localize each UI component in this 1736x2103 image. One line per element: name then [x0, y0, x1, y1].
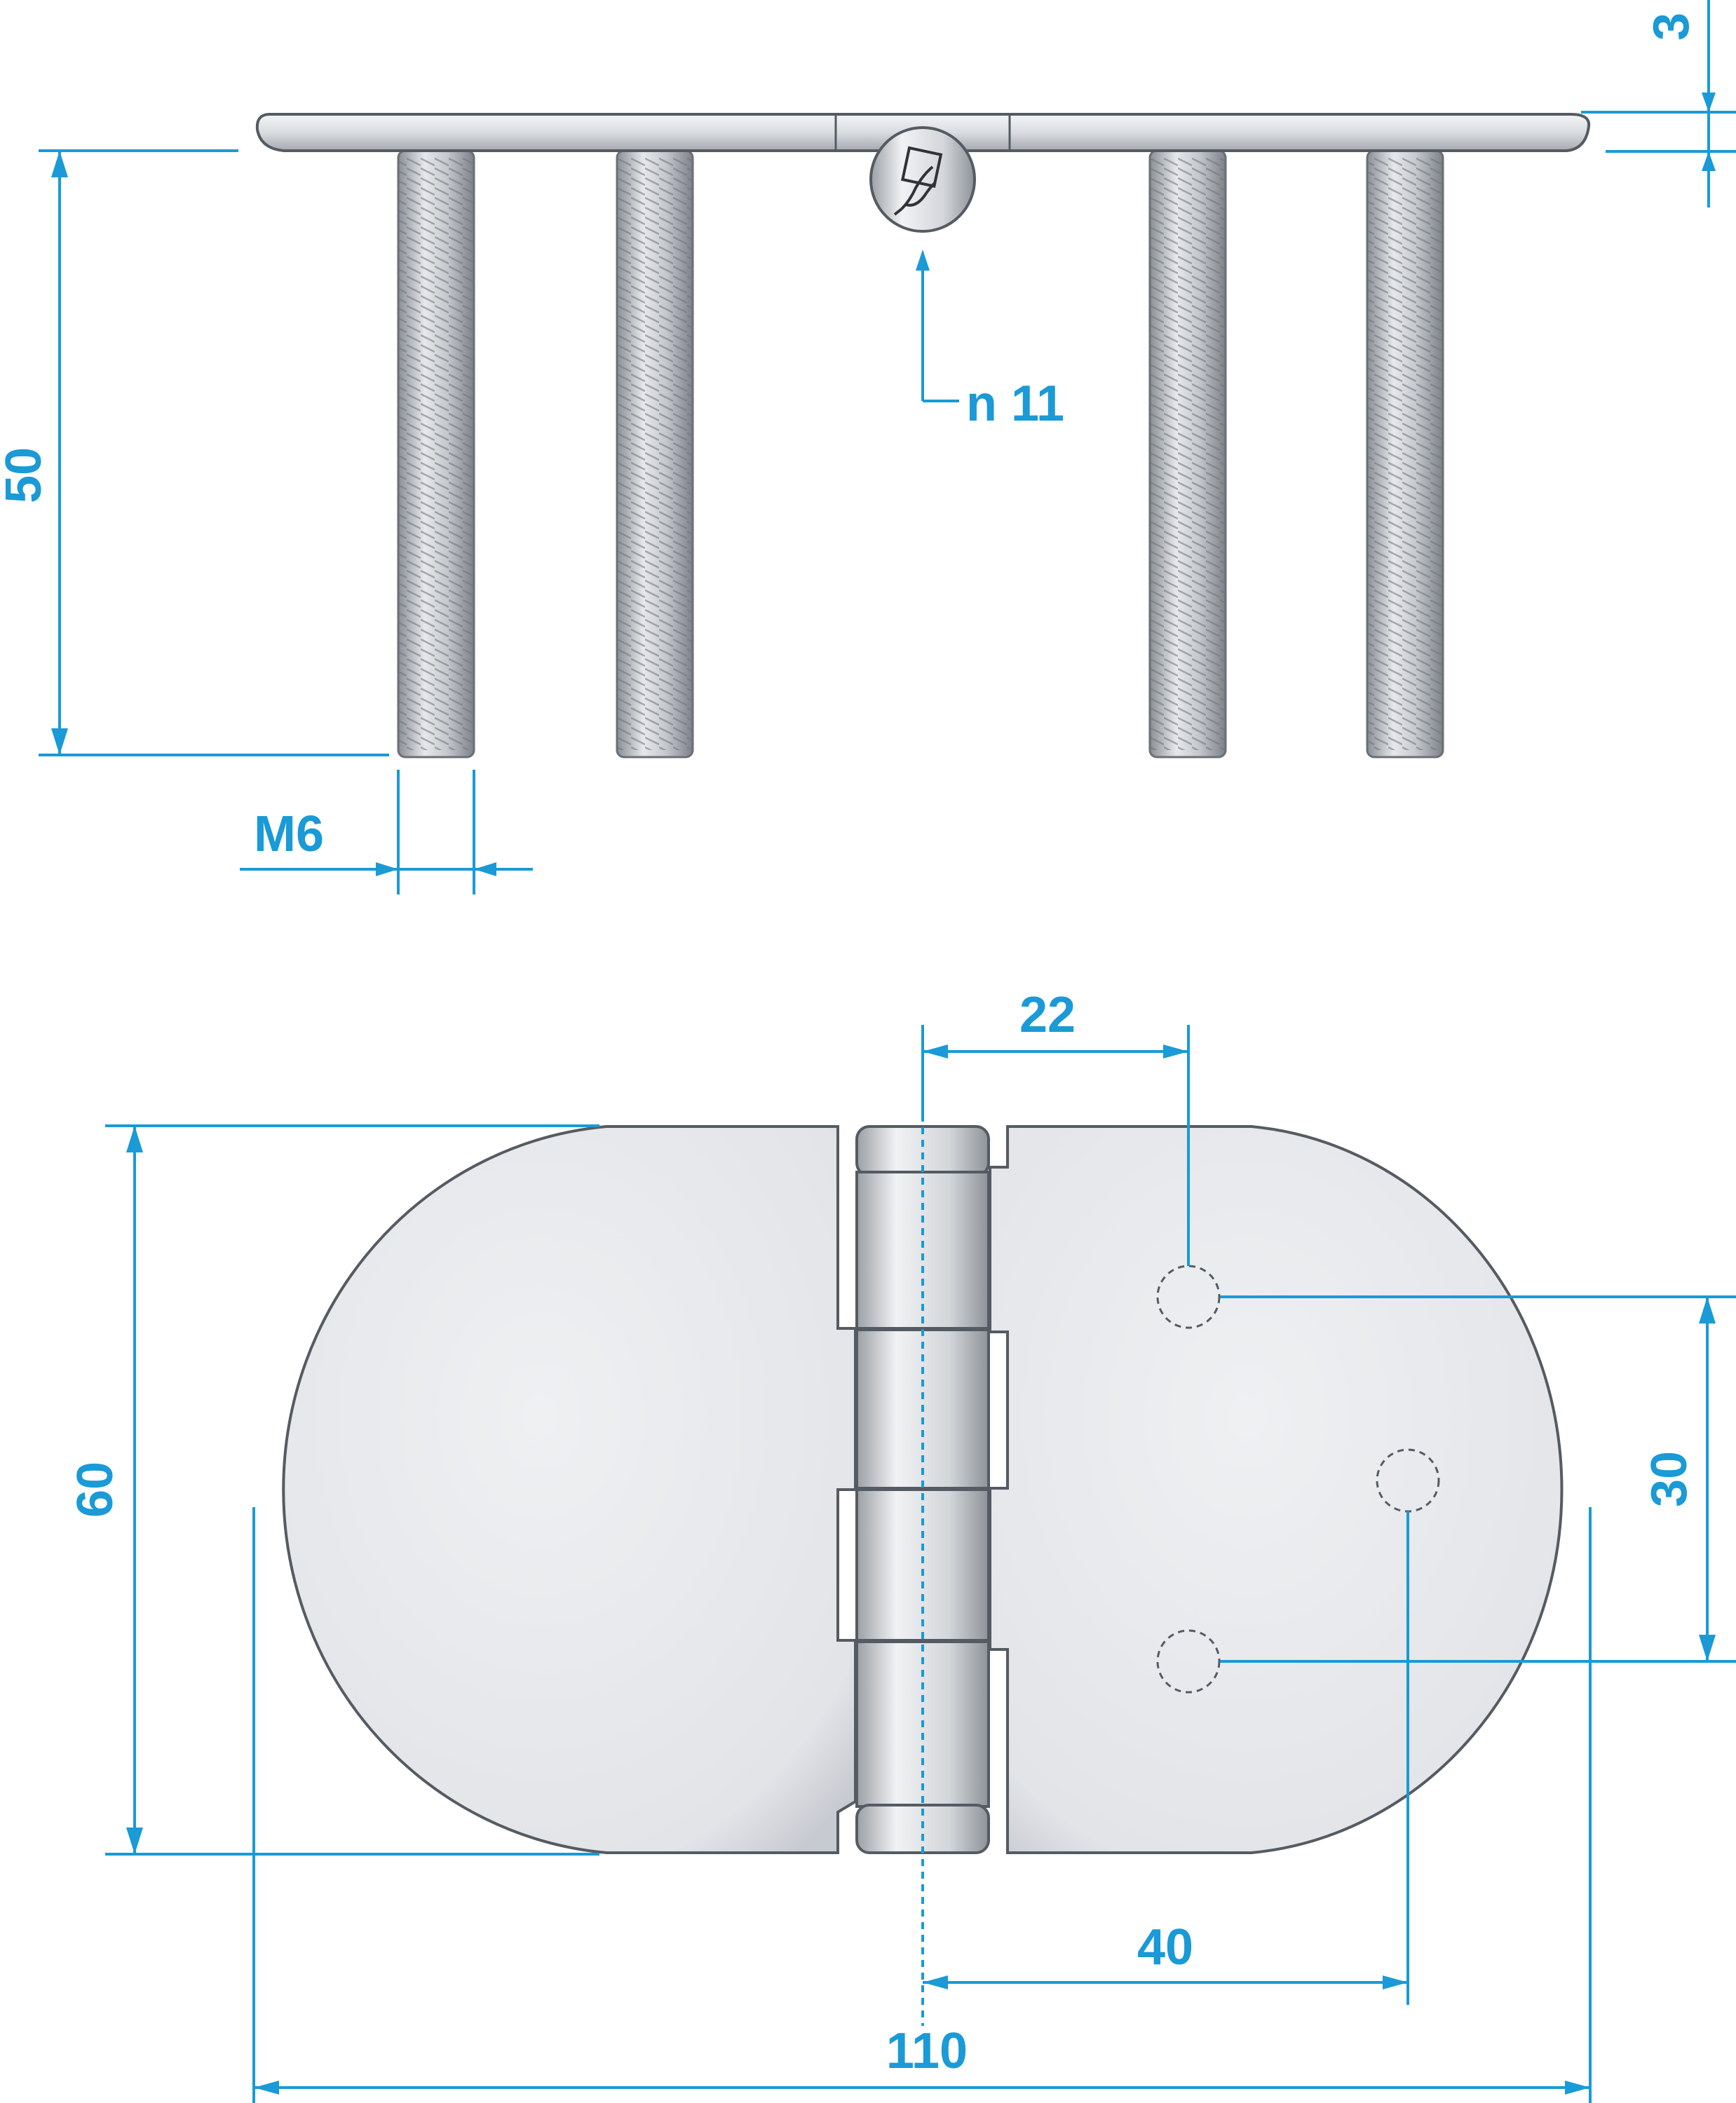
bolt-4: [1366, 149, 1444, 758]
dim-height-label: 60: [67, 1462, 123, 1518]
dim-pin-to-center-hole-label: 40: [1137, 1919, 1193, 1975]
bolt-1: [397, 149, 475, 758]
side-view: 3 50 n 11 M6: [0, 0, 1736, 894]
pin-note: n 11: [916, 250, 1064, 432]
dim-thread-label: M6: [254, 806, 324, 862]
dim-overall-length: 110: [252, 1507, 1592, 2103]
right-leaf: [989, 1125, 1564, 1854]
dim-bolt-length: 50: [0, 149, 389, 756]
dim-pin-to-hole: 22: [921, 987, 1190, 1266]
dim-thread: M6: [240, 770, 533, 894]
hinge-pin-end: [869, 126, 976, 233]
dim-pin-to-hole-label: 22: [1019, 987, 1076, 1043]
bolts: [397, 149, 1444, 758]
dim-plate-thickness: 3: [1581, 0, 1736, 207]
hinge-knuckles: [855, 1125, 990, 1854]
drawing-pin-hand-icon: [893, 146, 943, 216]
hole-top: [1156, 1265, 1221, 1329]
bolt-2: [616, 149, 694, 758]
dim-pin-to-center-hole: 40: [923, 1511, 1409, 2005]
bolt-3: [1148, 149, 1227, 758]
hole-bottom: [1156, 1629, 1221, 1694]
plan-view: 22 60 30 40: [67, 987, 1736, 2103]
dim-bolt-length-label: 50: [0, 447, 52, 503]
dim-overall-length-label: 110: [886, 2023, 968, 2079]
dim-plate-thickness-label: 3: [1643, 13, 1700, 41]
pin-note-label: n 11: [966, 376, 1064, 432]
dim-hole-spacing: 30: [1220, 1295, 1736, 1663]
dim-hole-spacing-label: 30: [1641, 1451, 1697, 1507]
dim-height: 60: [67, 1124, 599, 1856]
left-leaf: [282, 1125, 857, 1854]
